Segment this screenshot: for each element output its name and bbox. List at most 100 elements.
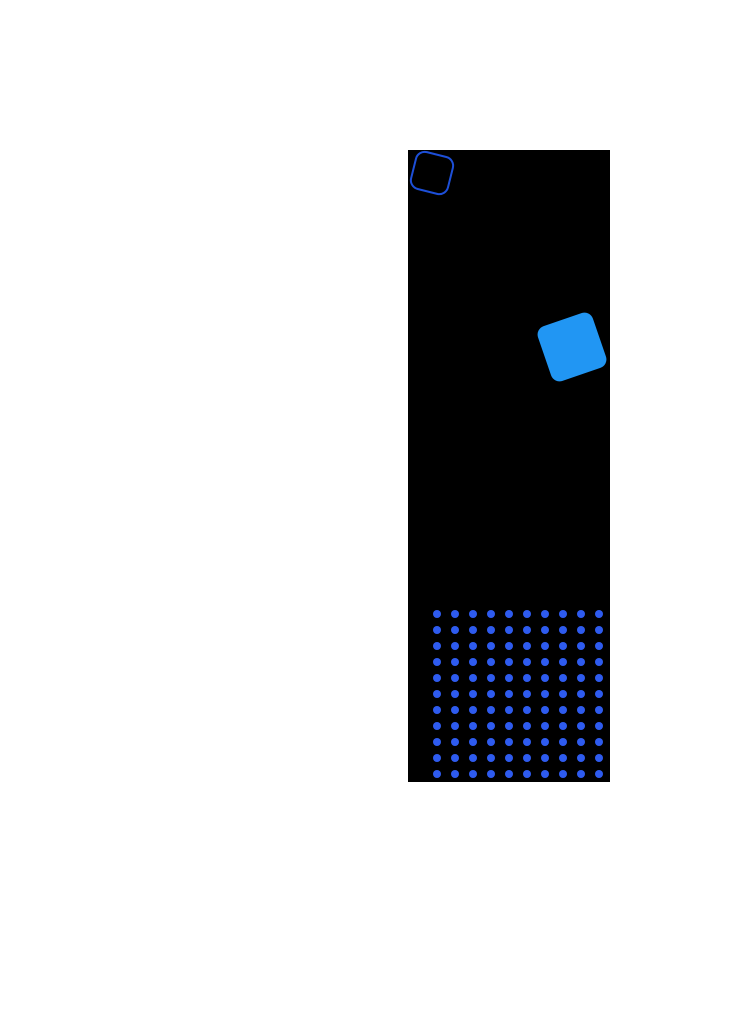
dot <box>559 722 567 730</box>
dot <box>469 770 477 778</box>
dot <box>595 642 603 650</box>
dot <box>505 706 513 714</box>
dot <box>487 626 495 634</box>
dot <box>595 706 603 714</box>
dot <box>505 674 513 682</box>
dot <box>469 754 477 762</box>
dot <box>505 738 513 746</box>
outlined-square-shape <box>407 148 457 198</box>
dot <box>451 674 459 682</box>
dot <box>505 722 513 730</box>
dot-grid <box>433 610 603 778</box>
dot <box>595 658 603 666</box>
dot <box>451 610 459 618</box>
dot <box>451 738 459 746</box>
dot <box>541 690 549 698</box>
dot <box>433 754 441 762</box>
dot <box>559 738 567 746</box>
dot <box>487 658 495 666</box>
dot <box>595 610 603 618</box>
dot <box>523 658 531 666</box>
dot <box>505 690 513 698</box>
dot <box>433 770 441 778</box>
dot <box>487 642 495 650</box>
dot <box>469 722 477 730</box>
dot <box>451 706 459 714</box>
dot <box>523 754 531 762</box>
dot <box>487 738 495 746</box>
dot <box>577 674 585 682</box>
dot <box>523 642 531 650</box>
dot <box>433 674 441 682</box>
dot <box>595 674 603 682</box>
dot <box>451 626 459 634</box>
dot <box>433 690 441 698</box>
dot <box>469 658 477 666</box>
dot <box>577 642 585 650</box>
dot <box>577 626 585 634</box>
dot <box>541 754 549 762</box>
dot <box>541 706 549 714</box>
dot <box>505 642 513 650</box>
dot <box>451 658 459 666</box>
dot <box>469 610 477 618</box>
dot <box>595 770 603 778</box>
dot <box>559 610 567 618</box>
dot <box>577 690 585 698</box>
dot <box>433 738 441 746</box>
dot <box>469 738 477 746</box>
solid-square-shape <box>535 310 609 384</box>
dot <box>595 626 603 634</box>
decorative-panel <box>407 148 610 782</box>
dot <box>523 722 531 730</box>
dot <box>433 722 441 730</box>
dot <box>577 722 585 730</box>
dot <box>577 658 585 666</box>
dot <box>559 642 567 650</box>
dot <box>487 722 495 730</box>
dot <box>577 738 585 746</box>
dot <box>523 770 531 778</box>
dot <box>505 754 513 762</box>
dot <box>577 610 585 618</box>
dot <box>487 610 495 618</box>
dot <box>505 626 513 634</box>
dot <box>487 770 495 778</box>
dot <box>469 690 477 698</box>
dot <box>559 674 567 682</box>
dot <box>541 626 549 634</box>
dot <box>469 674 477 682</box>
dot <box>559 626 567 634</box>
dot <box>559 706 567 714</box>
dot <box>523 626 531 634</box>
dot <box>433 642 441 650</box>
dot <box>577 754 585 762</box>
dot <box>595 754 603 762</box>
dot <box>433 610 441 618</box>
dot <box>523 690 531 698</box>
dot <box>541 642 549 650</box>
dot <box>487 706 495 714</box>
dot <box>559 690 567 698</box>
dot <box>577 770 585 778</box>
dot <box>523 738 531 746</box>
dot <box>595 722 603 730</box>
dot <box>433 658 441 666</box>
dot <box>559 770 567 778</box>
dot <box>541 722 549 730</box>
dot <box>505 610 513 618</box>
dot <box>541 738 549 746</box>
dot <box>541 610 549 618</box>
dot <box>577 706 585 714</box>
dot <box>559 754 567 762</box>
dot <box>559 658 567 666</box>
dot <box>487 674 495 682</box>
dot <box>541 674 549 682</box>
dot <box>505 658 513 666</box>
dot <box>487 754 495 762</box>
dot <box>523 674 531 682</box>
dot <box>451 722 459 730</box>
dot <box>433 706 441 714</box>
dot <box>451 754 459 762</box>
